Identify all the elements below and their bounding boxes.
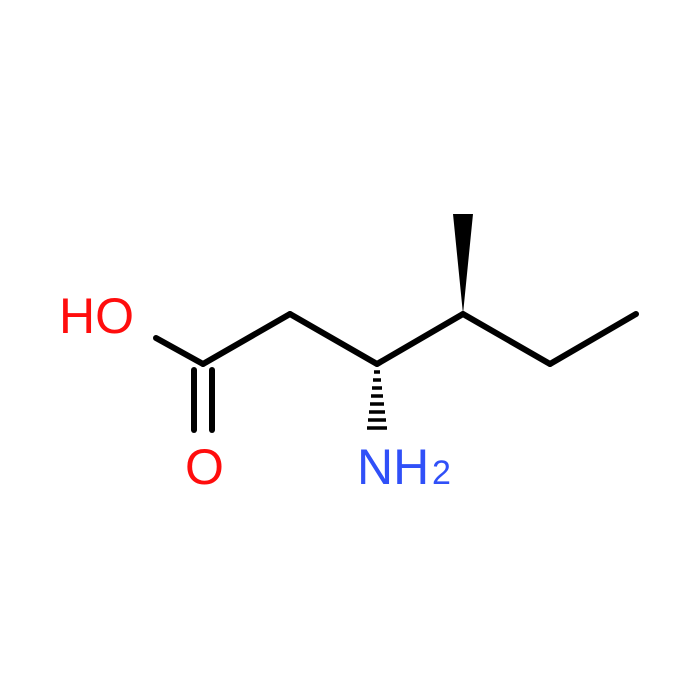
- bond-c2-c3: [287, 311, 380, 367]
- bond-c1-c2: [200, 311, 293, 367]
- bond-oh-c1: [153, 335, 206, 367]
- bond-c4-c5: [460, 311, 553, 367]
- atom-label-hydroxyl: HO: [59, 288, 134, 344]
- bond-c3-c4: [374, 311, 466, 367]
- atom-label-carbonyl-oxygen: O: [185, 439, 224, 495]
- wedge-bond-methyl: [453, 214, 473, 314]
- bond-c5-c6: [547, 311, 639, 367]
- atom-label-amine: NH 2: [357, 439, 451, 495]
- amine-main-text: NH: [357, 439, 429, 495]
- amine-subscript: 2: [432, 454, 451, 492]
- hashed-wedge-bond-amine: [367, 370, 387, 430]
